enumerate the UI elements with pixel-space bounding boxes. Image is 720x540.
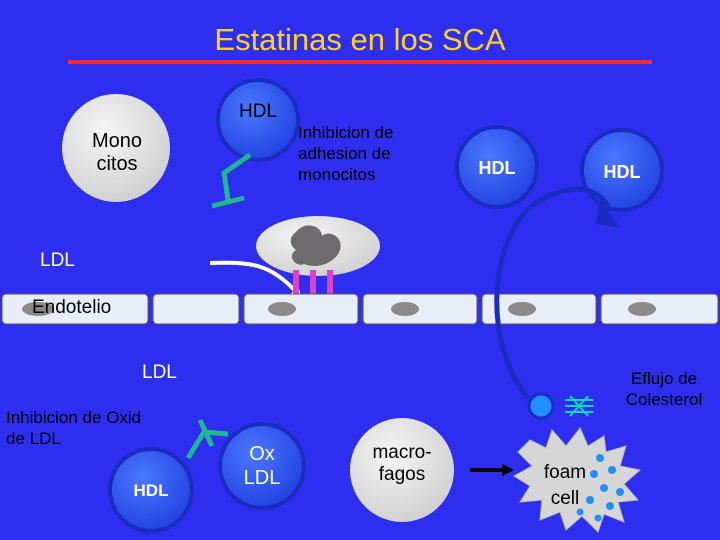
foam-cell-line-2: cell (550, 488, 580, 509)
inhibicion-oxid-label: Inhibicion de Oxid de LDL (6, 407, 141, 449)
monocyte-nucleus (290, 225, 341, 267)
adhesion-molecule (293, 270, 299, 296)
lipid-droplets (576, 454, 624, 522)
hdl-label-bottom: HDL (133, 481, 169, 500)
ldl-label-middle: LDL (142, 362, 177, 383)
hdl-inhibitor-bar (211, 195, 245, 209)
adhesion-molecule (327, 270, 333, 296)
endothelium-layer (1, 293, 719, 325)
hdl-particle-top (216, 78, 300, 162)
adhesion-molecule (310, 270, 316, 296)
inhibicion-oxid-line-1: Inhibicion de Oxid (6, 408, 142, 427)
eflujo-label: Eflujo de Colesterol (612, 368, 716, 410)
small-hdl (527, 392, 555, 420)
eflujo-line-2: Colesterol (625, 390, 703, 409)
eflujo-line-1: Eflujo de (630, 369, 698, 388)
monocyte-migration-arrow (209, 260, 302, 298)
hdl-label-top: HDL (238, 101, 277, 122)
macrophage-cell (350, 418, 454, 522)
endotelio-label: Endotelio (32, 297, 112, 318)
monocitos-label-line-2: citos (96, 153, 138, 175)
macrofagos-line-1: macro- (372, 442, 432, 463)
ldl-label-top: LDL (40, 250, 75, 271)
macrofagos-label: macro- fagos (352, 442, 452, 486)
foam-cell-line-1: foam (543, 462, 587, 483)
inhibicion-adhesion-line-2: adhesion de (298, 144, 391, 163)
foam-cell-label: foam cell (530, 460, 600, 512)
monocitos-label-line-1: Mono (91, 130, 143, 152)
inhibicion-adhesion-line-1: Inhibicion de (298, 123, 394, 142)
hdl-label-right-2: HDL (603, 162, 641, 182)
hdl-inhibitor-line (221, 152, 252, 201)
macrofagos-line-2: fagos (378, 464, 426, 485)
inhibicion-oxid-line-2: de LDL (6, 429, 61, 448)
title-underline (68, 60, 652, 64)
ox-ldl-line-1: Ox (249, 443, 275, 465)
hdl-particle-right-2 (580, 128, 664, 212)
slide-title: Estatinas en los SCA (214, 22, 506, 57)
monocyte-cell (62, 94, 170, 202)
inhibicion-adhesion-label: Inhibicion de adhesion de monocitos (298, 122, 438, 185)
ox-ldl-label: Ox LDL (226, 442, 298, 490)
cholesterol-crystals-icon (565, 395, 593, 417)
hdl-label-right-1: HDL (478, 158, 516, 178)
hdl-particle-right-1 (455, 125, 539, 209)
ox-ldl-particle (218, 422, 306, 510)
efflux-loop-line (494, 186, 613, 400)
efflux-arrowhead (596, 200, 620, 228)
hdl-particle-bottom (108, 447, 194, 533)
ox-ldl-line-2: LDL (243, 467, 281, 489)
inhibicion-adhesion-line-3: monocitos (298, 165, 376, 184)
monocitos-label: Mono citos (76, 130, 158, 176)
oxid-inhibitor-bar (197, 418, 215, 448)
